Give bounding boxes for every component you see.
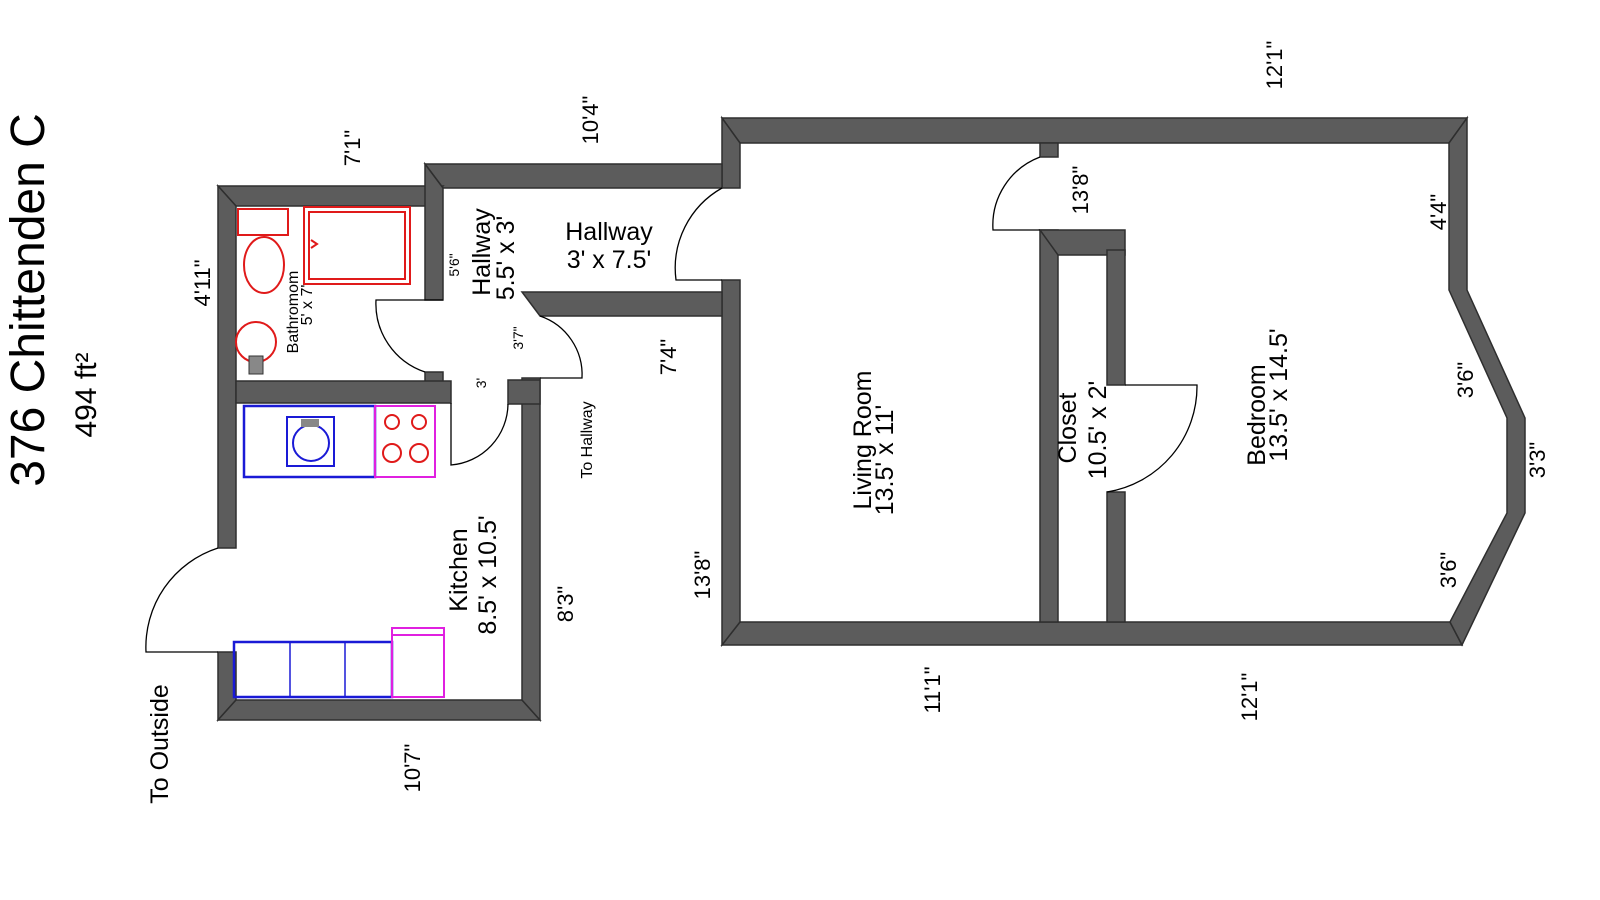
door-outside <box>145 547 219 653</box>
dim-living-left: 13'8" <box>690 551 715 600</box>
walls <box>216 115 1526 722</box>
doors <box>145 156 1198 653</box>
wall-living-stub <box>1039 142 1059 158</box>
tub-drain <box>310 239 319 249</box>
kitchen-faucet-icon <box>301 419 319 427</box>
dim-hall-3: 3' <box>473 378 489 388</box>
address-title: 376 Chittenden C <box>2 113 55 487</box>
door-living-entry <box>674 187 723 281</box>
wall-left-upper <box>217 184 237 549</box>
door-bathroom <box>375 299 443 373</box>
dim-bath-inner: 5'6" <box>446 253 462 276</box>
wall-kitchen-right <box>521 377 541 722</box>
dim-bottom-bed: 12'1" <box>1237 673 1262 722</box>
wall-living-left-lower <box>721 279 741 648</box>
bathtub-inner <box>308 211 406 280</box>
dim-bay-lower: 3'6" <box>1436 552 1461 588</box>
living-room-name: Living Room <box>849 371 877 510</box>
hallway-main-size: 3' x 7.5' <box>567 246 652 274</box>
burner-icon <box>409 443 429 463</box>
wall-hall-bottom <box>520 291 723 317</box>
bathroom-fixtures <box>235 206 411 375</box>
kitchen-name: Kitchen <box>445 528 473 611</box>
wall-bath-hall <box>424 161 444 301</box>
bedroom-size: 13.5' x 14.5' <box>1265 328 1293 461</box>
refrigerator-door <box>391 627 445 636</box>
dim-top-bath: 7'1" <box>340 130 365 166</box>
wall-kitchen-bottom <box>216 699 542 721</box>
kitchen-size: 8.5' x 10.5' <box>474 515 502 634</box>
bathroom-name: Bathromom <box>285 271 302 354</box>
toilet-tank <box>237 208 289 236</box>
living-room-size: 13.5' x 11' <box>871 405 899 516</box>
closet-name: Closet <box>1054 393 1082 464</box>
wall-top-right <box>720 117 1469 144</box>
bathtub <box>303 206 411 285</box>
door-closet-bedroom <box>1106 384 1198 493</box>
dim-kitchen-right: 8'3" <box>553 586 578 622</box>
wall-bath-kitchen <box>235 380 452 404</box>
wall-bath-top <box>216 185 445 207</box>
stove <box>374 405 436 478</box>
hallway-small-name: Hallway <box>468 208 496 296</box>
wall-closet-bedroom-lower <box>1106 491 1126 623</box>
door-hall-kitchen <box>539 315 583 379</box>
wall-kitchen-post <box>507 379 541 405</box>
door-living-closet <box>992 156 1041 231</box>
labels: 376 Chittenden C 494 ft² Living Room 13.… <box>2 41 1550 804</box>
dim-kitchen-bottom: 10'7" <box>400 744 425 793</box>
kitchen-sink <box>286 416 335 467</box>
kitchen-fixtures <box>232 404 445 699</box>
hallway-main-name: Hallway <box>565 218 653 246</box>
closet-size: 10.5' x 2' <box>1084 381 1112 480</box>
burner-icon <box>382 443 402 463</box>
dim-top-hall: 10'4" <box>578 96 603 145</box>
wall-closet-bedroom-upper <box>1106 249 1126 386</box>
wall-bay <box>1448 115 1526 647</box>
dim-bottom-living: 11'1" <box>920 666 945 713</box>
bedroom-name: Bedroom <box>1243 364 1271 465</box>
dim-top-right: 12'1" <box>1262 41 1287 90</box>
faucet-icon <box>248 355 264 375</box>
dim-hall-3-7: 3'7" <box>510 326 526 349</box>
refrigerator <box>391 627 445 698</box>
counter-lower <box>232 640 394 699</box>
bathroom-size: 5' x 7' <box>299 285 316 326</box>
to-outside-label: To Outside <box>146 684 174 804</box>
kitchen-sink-bowl <box>292 424 330 462</box>
dim-hall-7-4: 7'4" <box>656 339 681 375</box>
door-kitchen-hall <box>450 403 509 466</box>
burner-icon <box>384 414 400 430</box>
dim-bay-upper: 3'6" <box>1453 362 1478 398</box>
hallway-small-size: 5.5' x 3' <box>492 216 520 301</box>
wall-bottom-right <box>720 621 1464 646</box>
dim-bay-top: 4'4" <box>1426 194 1451 230</box>
toilet-bowl <box>243 236 285 294</box>
to-hallway-label: To Hallway <box>579 401 596 478</box>
dim-bay-mid: 3'3" <box>1525 442 1550 478</box>
wall-hall-top <box>423 163 723 189</box>
burner-icon <box>411 414 427 430</box>
dim-living-top: 13'8" <box>1068 166 1093 215</box>
dim-bath-left: 4'11" <box>190 259 215 306</box>
area-label: 494 ft² <box>70 352 103 437</box>
